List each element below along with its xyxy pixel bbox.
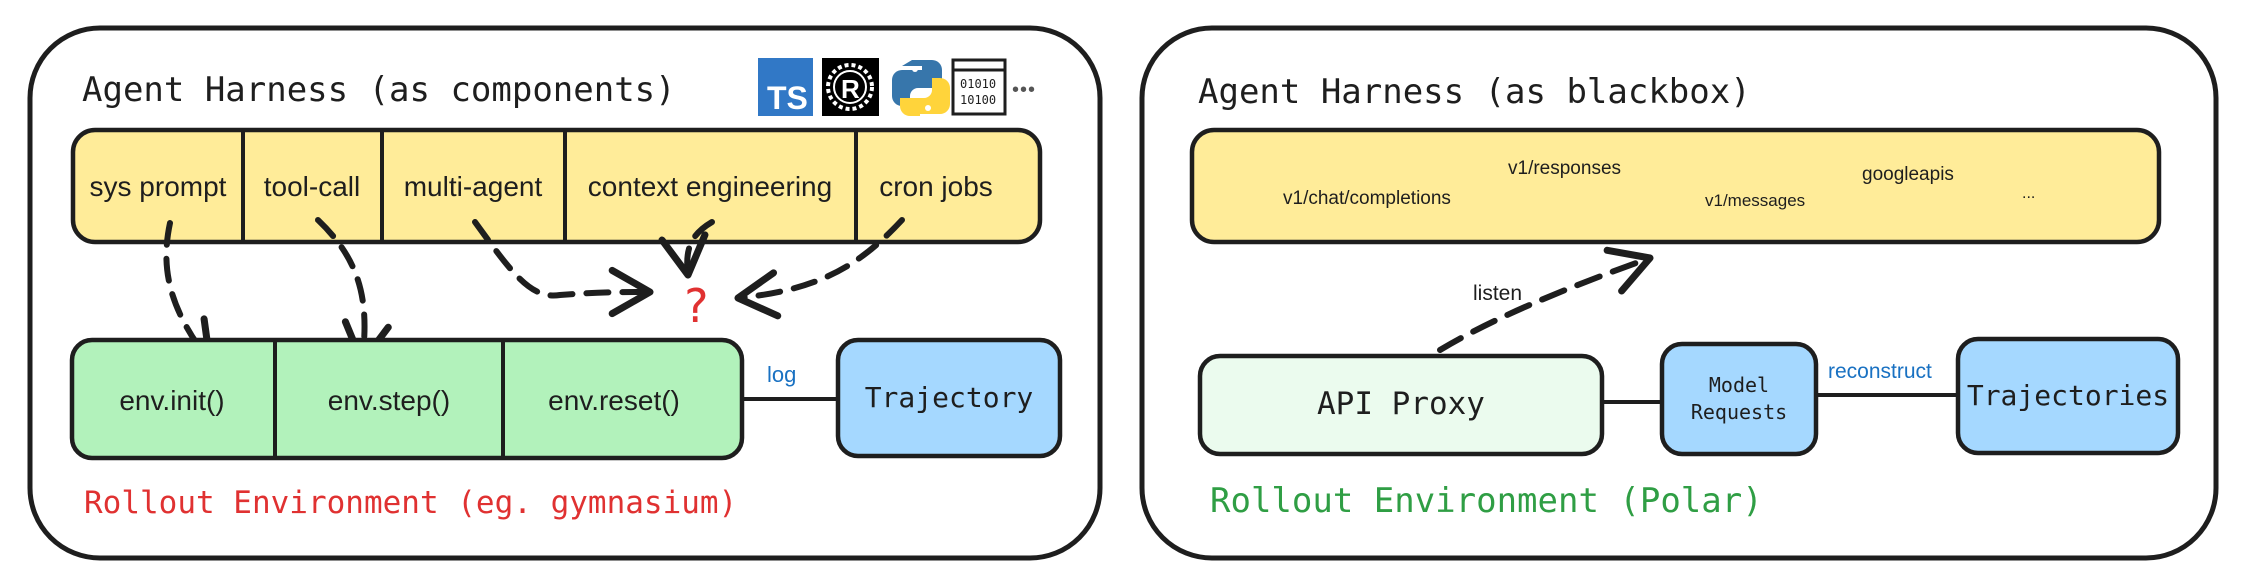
typescript-icon: TS — [758, 58, 813, 116]
env-step-method: env.step() — [328, 385, 450, 416]
env-reset-method: env.reset() — [548, 385, 680, 416]
api-proxy-box: API Proxy — [1197, 353, 1605, 457]
svg-text:R: R — [841, 74, 860, 104]
model-requests-line-2: Requests — [1691, 400, 1787, 424]
trajectory-box: Trajectory — [835, 337, 1063, 459]
endpoint-more: ... — [2022, 185, 2035, 202]
left-panel: Agent Harness (as components) TS R 01010… — [27, 25, 1103, 561]
rust-icon: R — [822, 58, 879, 116]
env-init-method: env.init() — [119, 385, 224, 416]
svg-text:TS: TS — [767, 80, 808, 116]
arrow-proxy-listens-to-harness — [1437, 246, 1654, 353]
listen-label: listen — [1473, 282, 1522, 305]
endpoint-googleapis: googleapis — [1862, 164, 1954, 185]
component-tool-call: tool-call — [264, 171, 360, 202]
endpoint-chat-completions: v1/chat/completions — [1283, 188, 1451, 209]
more-icons-ellipsis: ••• — [1012, 79, 1036, 101]
model-requests-line-1: Model — [1709, 373, 1769, 397]
log-label: log — [767, 362, 796, 387]
arrow-multi-agent-to-question — [472, 219, 654, 318]
component-context-engineering: context engineering — [588, 171, 832, 202]
trajectories-box: Trajectories — [1955, 336, 2181, 456]
left-rollout-caption: Rollout Environment (eg. gymnasium) — [84, 485, 737, 521]
endpoint-messages: v1/messages — [1705, 191, 1805, 210]
endpoint-responses: v1/responses — [1508, 158, 1621, 179]
blackbox-endpoints-bar: v1/chat/completions v1/responses v1/mess… — [1189, 127, 2162, 245]
reconstruct-label: reconstruct — [1828, 360, 1932, 383]
component-sys-prompt: sys prompt — [90, 171, 227, 202]
unknown-mapping-question-mark: ? — [682, 279, 710, 333]
arrow-context-engineering-to-question — [658, 219, 715, 279]
svg-text:10100: 10100 — [960, 93, 996, 107]
component-cron-jobs: cron jobs — [879, 171, 993, 202]
model-requests-box: Model Requests — [1659, 341, 1819, 457]
binary-file-icon: 01010 10100 — [951, 58, 1007, 116]
right-rollout-caption: Rollout Environment (Polar) — [1210, 481, 1763, 521]
harness-components-bar: sys prompt tool-call multi-agent context… — [70, 127, 1043, 245]
right-panel-title: Agent Harness (as blackbox) — [1198, 72, 1751, 112]
right-panel: Agent Harness (as blackbox) v1/chat/comp… — [1139, 25, 2219, 561]
left-panel-title: Agent Harness (as components) — [82, 70, 676, 110]
env-methods-bar: env.init() env.step() env.reset() — [69, 337, 745, 461]
arrow-cron-jobs-to-question — [734, 217, 905, 320]
svg-text:01010: 01010 — [960, 77, 996, 91]
trajectory-label: Trajectory — [865, 381, 1034, 414]
python-icon — [892, 60, 950, 116]
arrow-tool-call-to-env-step — [315, 217, 392, 366]
trajectories-label: Trajectories — [1967, 379, 2169, 412]
api-proxy-label: API Proxy — [1317, 386, 1485, 422]
component-multi-agent: multi-agent — [404, 171, 543, 202]
